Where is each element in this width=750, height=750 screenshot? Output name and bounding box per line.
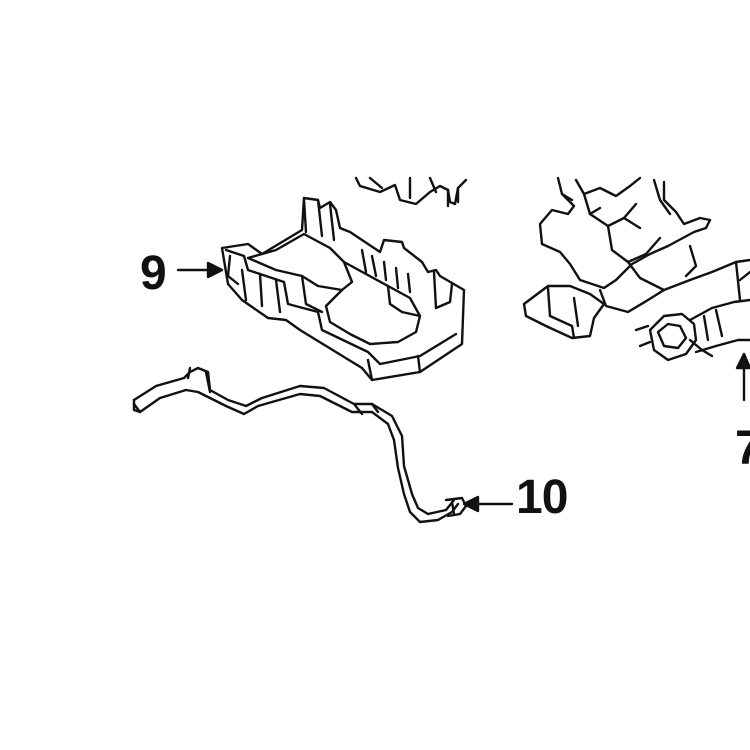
right-assembly-fragment xyxy=(522,176,750,362)
callout-9-arrow xyxy=(176,261,224,279)
upper-part-fragment xyxy=(354,176,468,208)
callout-10-arrow xyxy=(462,495,514,513)
callout-7-label: 7 xyxy=(735,422,750,475)
callout-10-label: 10 xyxy=(516,471,568,524)
part-9-battery-tray xyxy=(220,196,466,382)
callout-9-label: 9 xyxy=(140,247,167,300)
callout-7-arrow xyxy=(735,352,750,402)
part-10-hold-down-rod xyxy=(132,366,468,524)
